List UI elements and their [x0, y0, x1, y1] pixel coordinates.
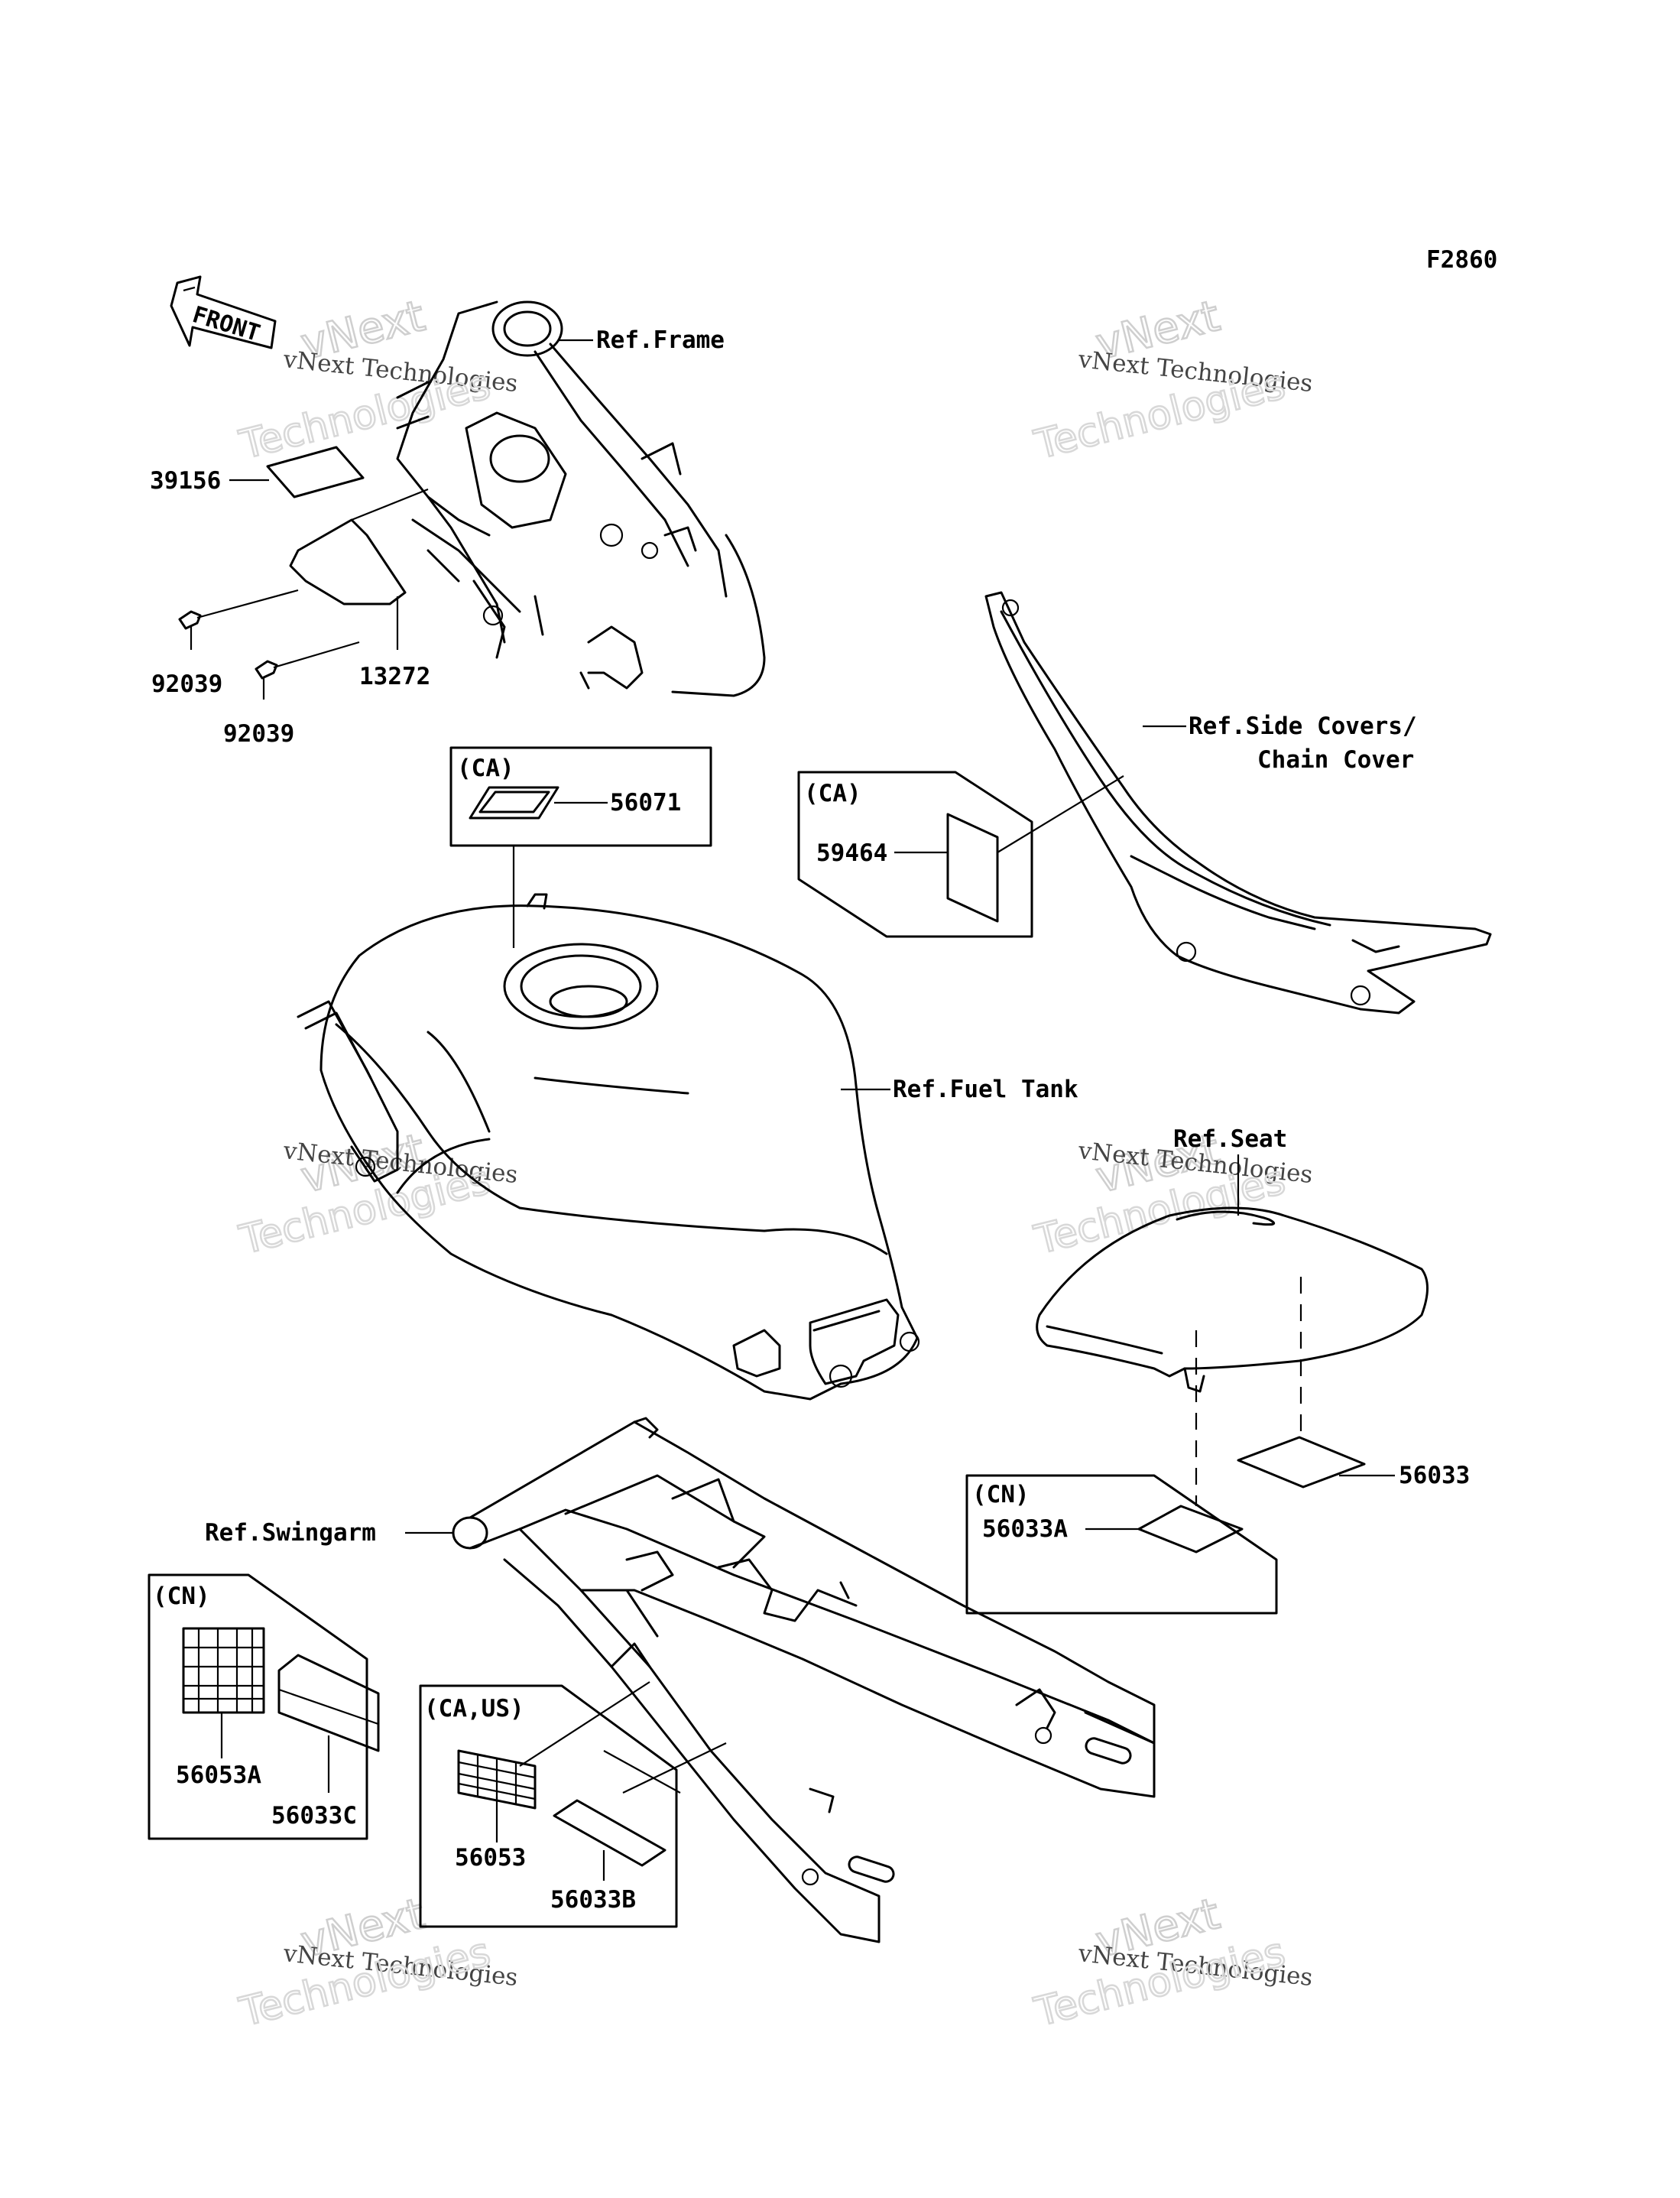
part-56053: 56053 — [455, 1844, 526, 1872]
group-box-cn-swing — [148, 1573, 368, 1840]
label-56033 — [1237, 1436, 1366, 1489]
part-56053A: 56053A — [176, 1761, 261, 1789]
bolt-92039-upper — [178, 589, 299, 650]
leader-56053-to-swingarm — [519, 1681, 650, 1767]
label-56053A — [182, 1627, 265, 1714]
part-13272: 13272 — [359, 663, 430, 690]
label-56071-inner — [478, 791, 550, 813]
label-56071 — [469, 786, 559, 820]
seat-drawing — [1036, 1206, 1429, 1393]
watermark-mid-left: vNext vNext Technologies Technologies — [234, 1124, 519, 1265]
part-56033: 56033 — [1399, 1462, 1470, 1489]
swingarm-drawing — [452, 1417, 1156, 1943]
ref-side-covers-label-2: Chain Cover — [1257, 746, 1414, 774]
bracket-13272 — [289, 518, 407, 606]
label-56033C — [277, 1654, 380, 1752]
group-box-ca-tank — [449, 746, 712, 847]
part-92039-lower: 92039 — [223, 720, 294, 748]
label-56033A — [1137, 1505, 1244, 1554]
group-cn-seat: (CN) — [972, 1481, 1030, 1508]
group-box-caus-swing — [419, 1684, 678, 1928]
leader-56033B-aux — [603, 1750, 681, 1794]
label-plate-39156 — [266, 446, 365, 498]
group-caus-swing: (CA,US) — [424, 1695, 524, 1722]
label-59464 — [946, 813, 999, 923]
ref-seat-label: Ref.Seat — [1173, 1125, 1287, 1153]
leader-59464-to-cover — [997, 775, 1124, 853]
frame-drawing — [396, 300, 766, 697]
part-39156: 39156 — [150, 467, 221, 495]
label-56033B — [553, 1799, 666, 1867]
ref-fuel-tank-label: Ref.Fuel Tank — [893, 1076, 1078, 1103]
group-ca-side: (CA) — [804, 780, 861, 807]
group-box-cn-seat — [965, 1474, 1278, 1615]
part-56033A: 56033A — [982, 1515, 1068, 1543]
watermark-bottom-left: vNext vNext Technologies Technologies — [234, 1888, 519, 2037]
watermark-top-left: vNext vNext Technologies Technologies — [234, 291, 519, 469]
part-56033C: 56033C — [271, 1802, 357, 1830]
group-box-ca-side — [797, 771, 1033, 938]
part-59464: 59464 — [816, 839, 887, 867]
part-56071: 56071 — [610, 789, 681, 817]
bolt-92039-lower — [255, 641, 360, 700]
ref-side-covers-label-1: Ref.Side Covers/ — [1189, 713, 1417, 740]
bracket-attach-line — [351, 488, 429, 521]
part-56033B: 56033B — [550, 1886, 636, 1914]
group-cn-swing: (CN) — [153, 1583, 210, 1610]
watermark-top-right: vNext vNext Technologies Technologies — [1029, 291, 1314, 469]
watermark-bottom-right: vNext vNext Technologies Technologies — [1029, 1888, 1314, 2037]
svg-text:FRONT: FRONT — [190, 301, 264, 347]
part-92039-upper: 92039 — [151, 670, 222, 698]
ref-swingarm-label: Ref.Swingarm — [205, 1519, 376, 1547]
side-cover-drawing — [984, 591, 1492, 1015]
figure-code: F2860 — [1426, 246, 1497, 274]
label-56053 — [457, 1749, 537, 1810]
leader-56033B-to-swingarm — [622, 1742, 727, 1794]
ref-frame-label: Ref.Frame — [596, 326, 725, 354]
fuel-tank-drawing — [297, 893, 920, 1401]
group-ca-tank: (CA) — [457, 755, 514, 782]
front-arrow-icon: FRONT — [170, 275, 277, 349]
